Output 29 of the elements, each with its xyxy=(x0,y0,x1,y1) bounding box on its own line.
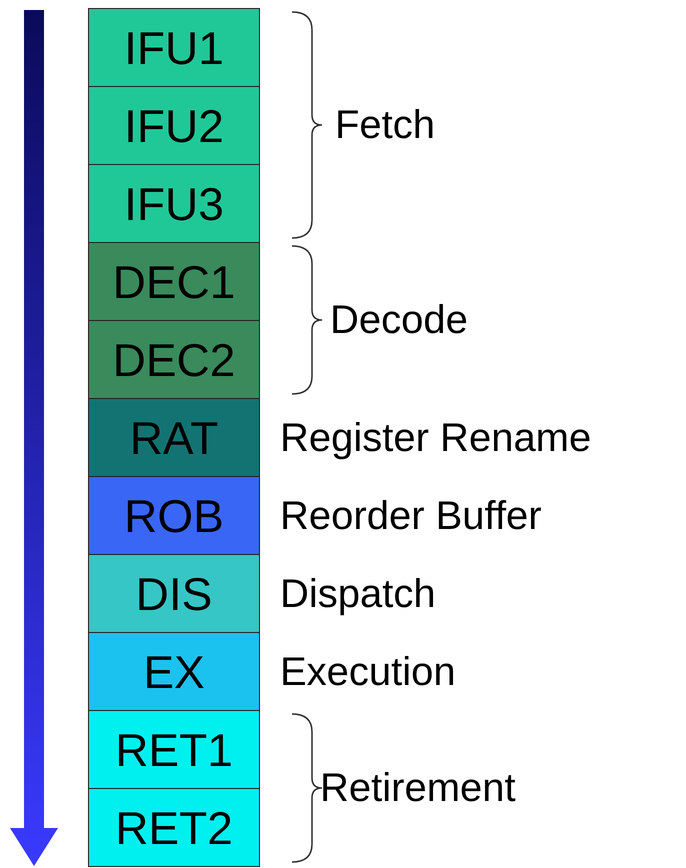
stage-description: Dispatch xyxy=(280,574,436,614)
pipeline-stage-box xyxy=(88,710,260,789)
stage-group-label: Decode xyxy=(330,300,468,340)
pipeline-stage-box xyxy=(88,320,260,399)
pipeline-stage-box xyxy=(88,788,260,867)
pipeline-stage-box xyxy=(88,398,260,477)
stage-description: Execution xyxy=(280,652,456,692)
stage-name: IFU1 xyxy=(124,24,224,70)
pipeline-stage-box xyxy=(88,554,260,633)
stage-name: DEC1 xyxy=(112,258,236,304)
stage-description: Reorder Buffer xyxy=(280,496,542,536)
stage-name: ROB xyxy=(124,492,224,538)
stage-name: EX xyxy=(143,648,205,694)
stage-name: IFU2 xyxy=(124,102,224,148)
pipeline-stage-box xyxy=(88,8,260,87)
stage-group-label: Fetch xyxy=(335,105,436,145)
pipeline-stage-box xyxy=(88,164,260,243)
stage-group-label: Retirement xyxy=(320,768,516,808)
stage-name: RAT xyxy=(130,414,218,460)
pipeline-stage-box xyxy=(88,86,260,165)
stage-name: RET1 xyxy=(115,726,233,772)
stage-name: DIS xyxy=(136,570,212,616)
stage-name: IFU3 xyxy=(124,180,224,226)
pipeline-stage-box xyxy=(88,242,260,321)
pipeline-stage-box xyxy=(88,632,260,711)
stage-name: DEC2 xyxy=(112,336,236,382)
pipeline-stage-box xyxy=(88,476,260,555)
stage-description: Register Rename xyxy=(280,418,592,458)
stage-name: RET2 xyxy=(115,804,233,850)
